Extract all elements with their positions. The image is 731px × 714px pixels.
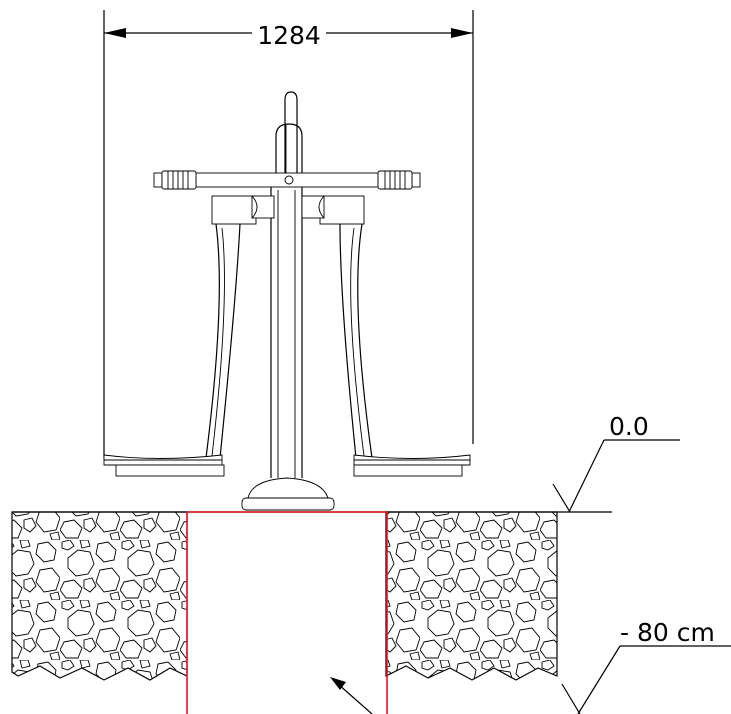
depth-level-mark: - 80 cm — [561, 618, 731, 714]
right-foot-pedal — [353, 454, 471, 477]
ground-level-label: 0.0 — [609, 412, 649, 441]
left-grip — [153, 170, 197, 190]
ground-section — [11, 511, 612, 681]
left-pivot-housing — [211, 195, 275, 225]
ground-level-mark: 0.0 — [552, 412, 680, 513]
dimension-arrow-right — [451, 28, 473, 38]
dimension-arrow-left — [104, 28, 126, 38]
depth-level-leader — [577, 645, 621, 714]
top-hook — [284, 91, 298, 180]
width-dimension-label: 1284 — [257, 21, 321, 50]
left-swing-arm — [205, 223, 241, 459]
ground-level-leader — [568, 439, 605, 513]
right-swing-arm — [339, 223, 373, 459]
gravel-left — [11, 511, 188, 681]
right-grip — [377, 170, 421, 190]
base-dome — [241, 477, 335, 511]
top-collar — [275, 123, 303, 180]
depth-level-label: - 80 cm — [620, 618, 715, 647]
depth-level-tick — [561, 683, 581, 714]
width-dimension: 1284 — [103, 10, 474, 458]
foundation-pit — [186, 511, 388, 714]
left-foot-pedal — [103, 454, 225, 477]
ground-level-tick — [552, 483, 571, 513]
right-pivot-housing — [301, 195, 365, 225]
handle-bar-joint — [284, 175, 294, 185]
air-walker-equipment — [103, 91, 471, 511]
gravel-right — [385, 511, 558, 681]
foundation-leader-arrow — [330, 677, 373, 714]
